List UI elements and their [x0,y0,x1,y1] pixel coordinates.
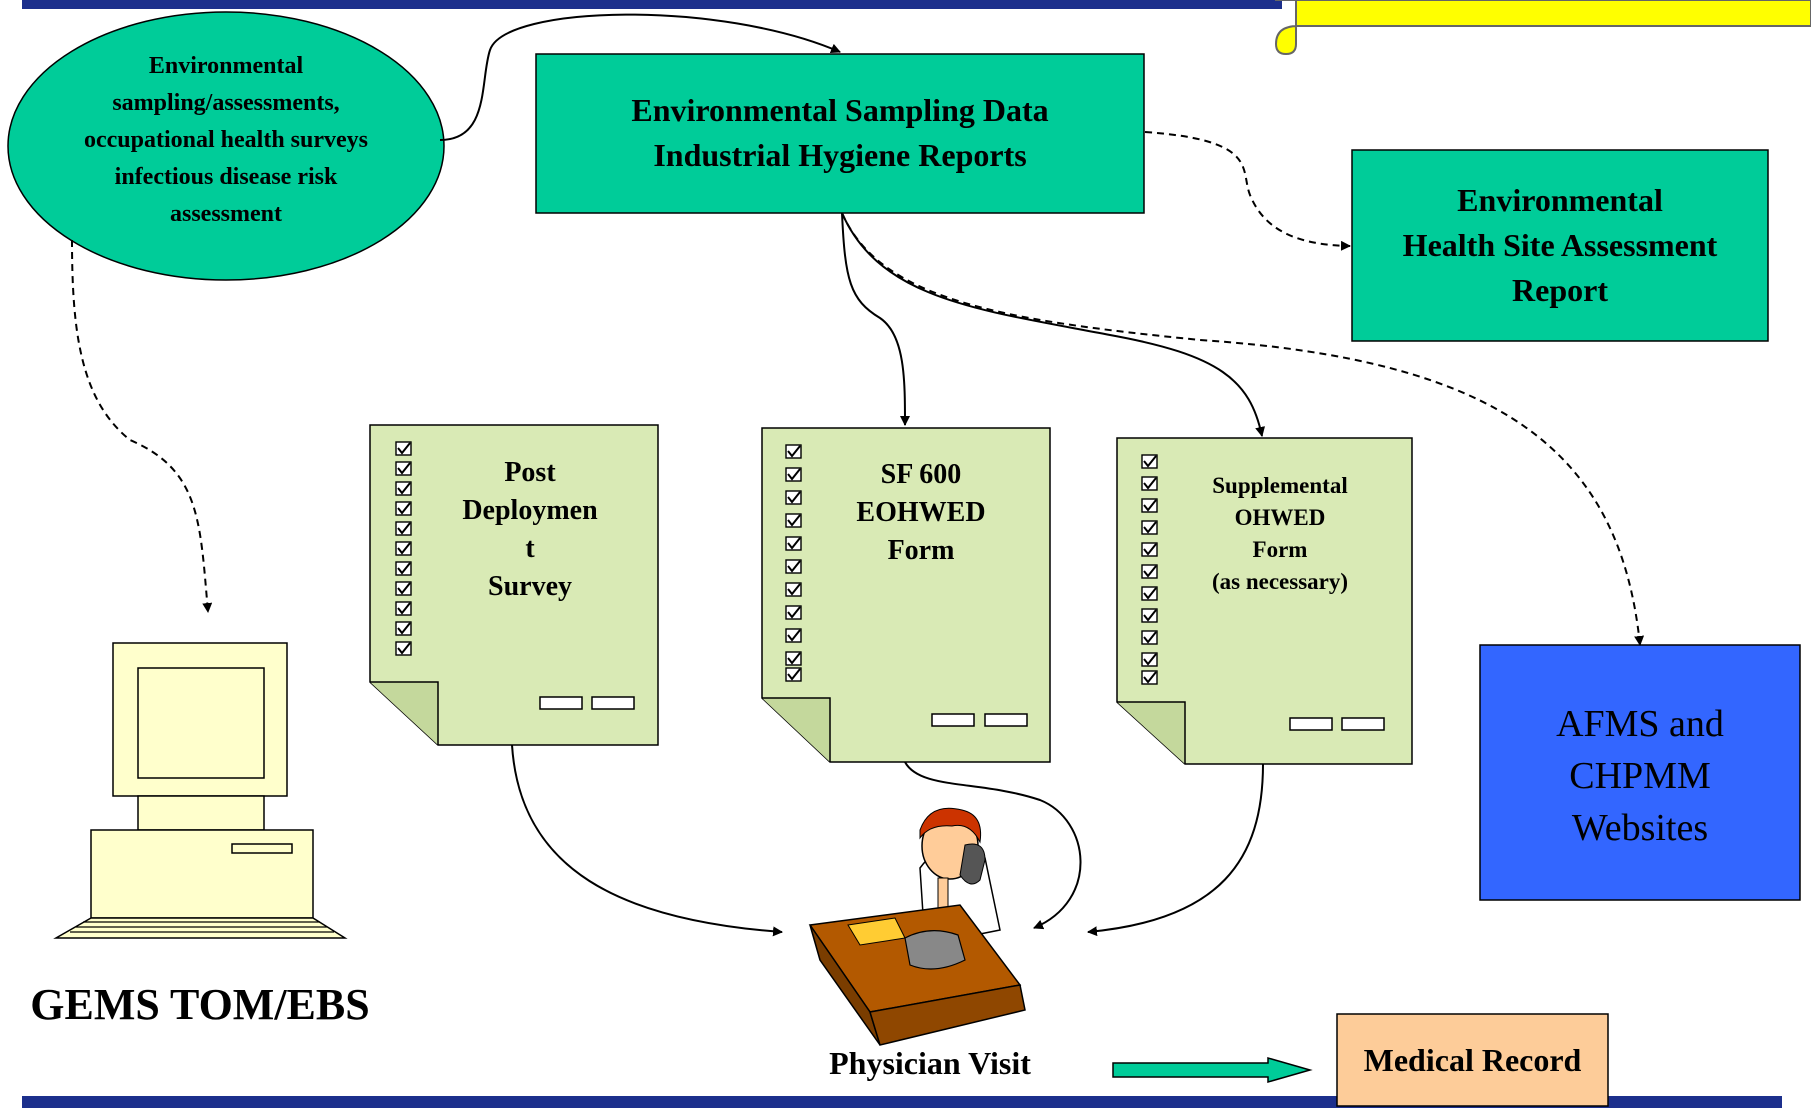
websites-box [1479,644,1801,901]
checkbox-list-icon [395,441,412,656]
medical-record-label: Medical Record [1363,1042,1582,1078]
form-field-icon [1341,717,1385,731]
environmental-sampling-ellipse [7,11,445,281]
form-title-line: Form [887,535,955,566]
env-data-line: Industrial Hygiene Reports [653,137,1027,173]
form-title-line: Form [1252,537,1308,562]
site-assessment-report-box [1351,149,1769,342]
sf600-eohwed-form [761,427,1051,763]
green-arrow-icon [1112,1057,1313,1083]
supplemental-ohwed-form [1116,437,1413,765]
post-deployment-form-label: Post Deploymen t Survey [440,454,620,606]
ellipse-line: infectious disease risk [114,164,338,190]
form-title-line: EOHWED [856,497,986,528]
computer-label: GEMS TOM/EBS [30,980,370,1029]
post-deployment-survey-form [369,424,659,746]
ellipse-line: assessment [170,201,282,227]
websites-box-label: AFMS and CHPMM Websites [1480,698,1800,854]
form-field-icon [539,696,583,710]
ellipse-line: occupational health surveys [83,127,368,153]
websites-line: Websites [1571,807,1709,849]
ellipse-line: sampling/assessments, [112,90,340,116]
form-title-line: Deploymen [462,495,598,526]
physician-visit-label: Physician Visit [829,1045,1031,1081]
form-title-line: OHWED [1234,505,1326,530]
form-field-icon [1289,717,1333,731]
physician-icon [808,807,1026,1046]
env-data-line: Environmental Sampling Data [631,92,1049,128]
form-title-line: (as necessary) [1211,569,1349,594]
form-title-line: t [525,533,535,564]
site-report-line: Environmental [1457,182,1663,218]
environmental-sampling-data-box [535,53,1145,214]
ellipse-label: Environmental sampling/assessments, occu… [6,48,446,233]
supplemental-form-label: Supplemental OHWED Form (as necessary) [1180,470,1380,598]
site-report-box-label: Environmental Health Site Assessment Rep… [1352,178,1768,313]
top-banner [22,0,1282,9]
form-title-line: SF 600 [880,459,962,490]
form-field-icon [931,713,975,727]
form-title-line: Survey [488,571,572,602]
medical-record-box [1336,1013,1609,1107]
site-report-line: Report [1512,272,1608,308]
computer-icon [53,642,348,939]
websites-line: AFMS and [1556,703,1724,745]
form-field-icon [984,713,1028,727]
form-title-line: Supplemental [1212,473,1348,498]
connector-lines [71,13,1645,937]
yellow-note [1274,0,1811,56]
form-title-line: Post [504,457,556,488]
ellipse-line: Environmental [148,53,304,79]
site-report-line: Health Site Assessment [1402,227,1718,263]
websites-line: CHPMM [1569,755,1711,797]
form-field-icon [591,696,635,710]
env-data-box-label: Environmental Sampling Data Industrial H… [536,88,1144,178]
sf600-form-label: SF 600 EOHWED Form [830,456,1012,570]
